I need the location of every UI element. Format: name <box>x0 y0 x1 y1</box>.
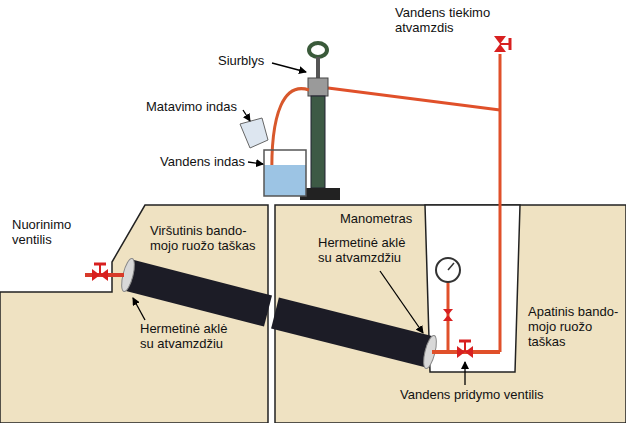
part-label: Siurblys <box>218 54 264 69</box>
valve-symbol <box>494 44 506 52</box>
supply-pipe <box>499 54 502 352</box>
part-label: Vandens pridymo ventilis <box>400 388 544 403</box>
valve-symbol <box>443 315 453 321</box>
leader-arrow <box>272 63 306 72</box>
water <box>264 165 306 196</box>
valve-symbol <box>457 346 465 358</box>
point-label: Apatinis bando- mojo ruožo taškas <box>528 305 622 350</box>
leader-arrow <box>380 271 423 333</box>
valve-symbol <box>100 269 108 281</box>
valve-handle <box>94 263 106 266</box>
pit <box>425 205 520 372</box>
leader-arrow <box>464 362 465 385</box>
part-label: Manometras <box>340 212 412 227</box>
valve-symbol <box>465 346 473 358</box>
pump-rod <box>316 57 320 78</box>
valve-symbol <box>92 269 100 281</box>
pump-handle <box>309 43 327 57</box>
ground-left <box>0 205 268 423</box>
valve-symbol <box>494 36 506 44</box>
part-label: Hermetinė aklė su atvamzdžiu <box>140 322 240 352</box>
leader-arrow <box>248 162 263 164</box>
pump-body <box>311 96 325 188</box>
leader-arrow <box>243 110 250 121</box>
valve-symbol <box>443 309 453 315</box>
valve-handle <box>509 38 512 50</box>
valve-stem <box>99 264 101 275</box>
break-gap <box>269 204 274 423</box>
point-label: Viršutinis bando- mojo ruožo taškas <box>150 224 268 254</box>
pipe-label: Vandens tiekimo atvamzdis <box>395 6 503 36</box>
part-label: Matavimo indas <box>146 100 237 115</box>
pipe-section <box>128 275 268 311</box>
part-label: Vandens indas <box>160 155 245 170</box>
leader-arrow <box>133 298 145 320</box>
pipe-section <box>275 313 430 352</box>
gauge-needle <box>448 263 454 270</box>
supply-pipe <box>328 88 500 110</box>
valve-stem <box>464 341 466 352</box>
part-label: Hermetinė aklė su atvamzdžiu <box>318 236 418 266</box>
valve-handle <box>459 340 471 343</box>
pump-head <box>308 78 328 96</box>
part-label: Nuorinimo ventilis <box>12 218 90 248</box>
ground-right <box>275 205 626 423</box>
pressure-gauge <box>436 258 460 282</box>
measuring-cup <box>240 118 268 148</box>
water-container <box>264 150 306 196</box>
